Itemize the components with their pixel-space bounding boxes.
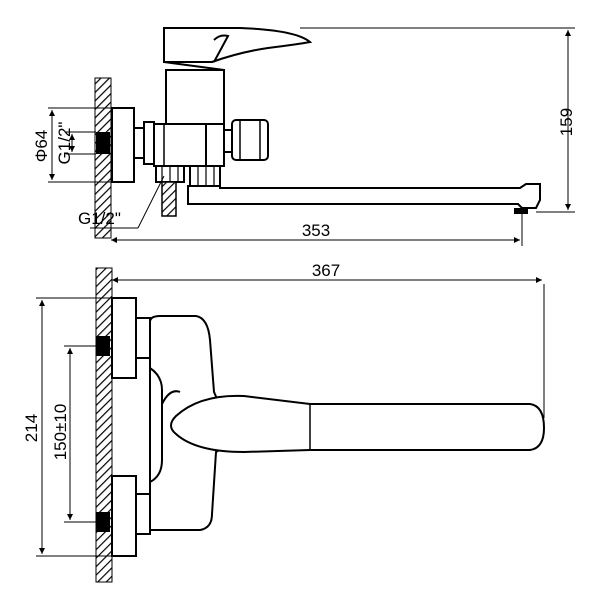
wall-pipe (96, 132, 110, 154)
pipe-lower (96, 512, 110, 532)
flange-upper (111, 297, 137, 379)
dimension-diameter: Φ64 G1/2" (32, 107, 112, 183)
dimension-150: 150±10 (51, 345, 96, 523)
front-view: 367 214 150±10 (22, 261, 546, 583)
dim-phi64-text: Φ64 (32, 130, 51, 162)
dim-367-text: 367 (312, 261, 340, 280)
dim-150-text: 150±10 (51, 404, 70, 461)
dim-353-text: 353 (302, 221, 330, 240)
front-spout (170, 394, 546, 454)
dim-214-text: 214 (22, 414, 41, 442)
side-view: 159 353 Φ64 G1/2" G1/2" (32, 27, 576, 246)
dimension-353: 353 (111, 214, 523, 246)
dim-g12-top-text: G1/2" (55, 122, 74, 165)
aerator (514, 208, 528, 214)
flange-lower (111, 475, 137, 557)
pipe-upper (96, 336, 110, 356)
lever-handle (163, 27, 313, 63)
dim-g12-bottom-text: G1/2" (78, 209, 121, 228)
spout-nut (189, 165, 221, 187)
leader-g12-bottom: G1/2" (78, 175, 165, 229)
diverter-knob (231, 119, 269, 161)
dimension-214: 214 (22, 297, 112, 557)
spout (187, 183, 541, 209)
dimension-367: 367 (112, 261, 545, 418)
dim-159-text: 159 (557, 108, 576, 136)
wall-front-view (95, 267, 113, 583)
dimension-159: 159 (300, 27, 576, 213)
wall-flange (111, 107, 135, 183)
cartridge-column (165, 69, 225, 125)
hose-thread (161, 181, 177, 217)
